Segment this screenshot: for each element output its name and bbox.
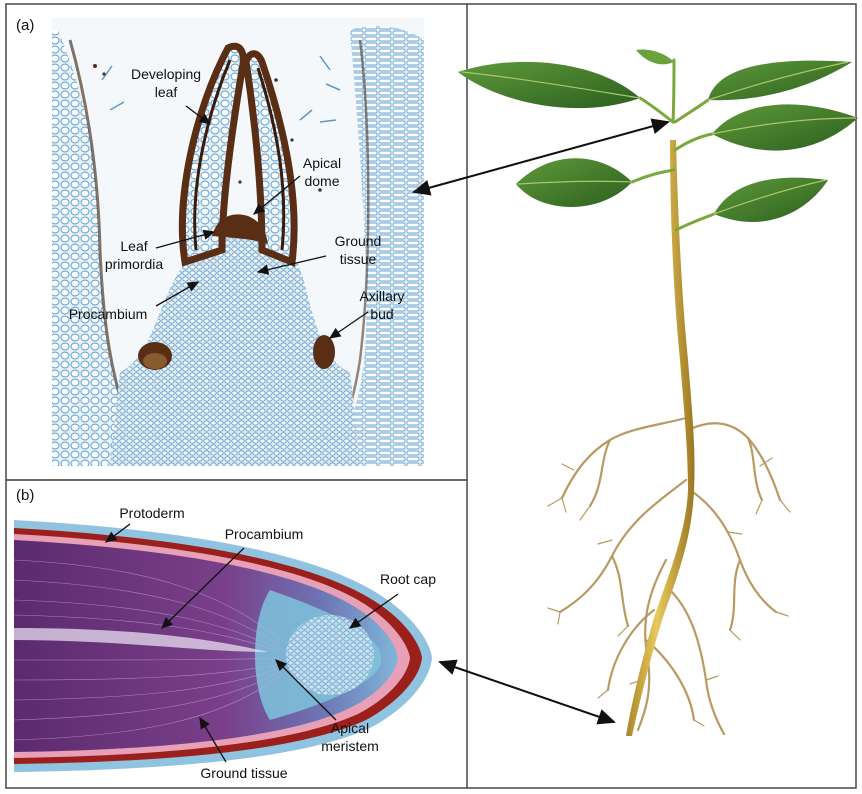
panel-b-letter: (b) [16, 487, 34, 504]
seedling-illustration [458, 50, 858, 737]
root-tip-micrograph [14, 520, 432, 772]
label-ground-tissue-b: Ground tissue [200, 765, 287, 781]
label-apical-dome-line2: dome [304, 173, 339, 189]
label-procambium-a: Procambium [69, 306, 148, 322]
leaf-top-left [458, 62, 640, 108]
label-apical-meristem-line1: Apical [331, 720, 369, 736]
main-stem [626, 140, 695, 736]
panel-a-letter: (a) [16, 17, 34, 34]
leaf-mid-right [712, 104, 858, 150]
arrow-root-tip-to-plant [440, 662, 614, 722]
label-leaf-primordia-line1: Leaf [120, 238, 147, 254]
label-ground-tissue-line1: Ground [335, 233, 382, 249]
label-leaf-primordia-line2: primordia [105, 256, 164, 272]
label-protoderm: Protoderm [119, 505, 184, 521]
label-axillary-bud-line2: bud [370, 306, 393, 322]
leaf-apex-small [636, 50, 674, 65]
label-developing-leaf-line1: Developing [131, 66, 201, 82]
label-apical-meristem-line2: meristem [321, 738, 379, 754]
label-ground-tissue-line2: tissue [340, 251, 377, 267]
label-procambium-b: Procambium [225, 526, 304, 542]
label-axillary-bud-line1: Axillary [359, 288, 404, 304]
leaf-lower-right [714, 178, 828, 222]
label-root-cap: Root cap [380, 571, 436, 587]
leaves [458, 50, 858, 222]
label-apical-dome-line1: Apical [303, 155, 341, 171]
label-developing-leaf-line2: leaf [155, 84, 178, 100]
leaf-top-right [708, 61, 852, 101]
connector-arrows [414, 122, 668, 722]
